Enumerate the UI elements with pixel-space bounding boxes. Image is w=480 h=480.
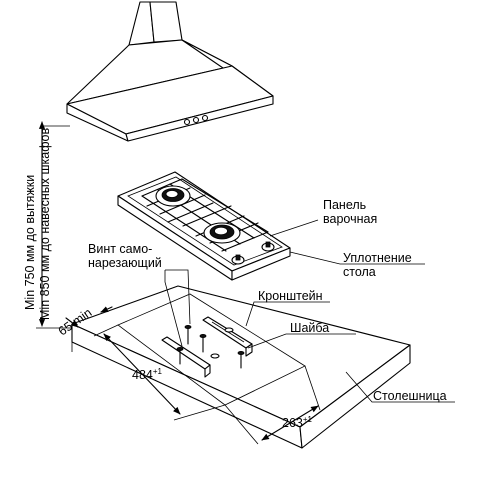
side-min-dimension bbox=[65, 306, 113, 328]
label-panel-cont: варочная bbox=[323, 212, 377, 226]
range-hood bbox=[66, 1, 274, 142]
label-screw: Винт само- bbox=[88, 242, 152, 256]
knob-icon bbox=[261, 241, 275, 252]
dimension-depth: 484+1 bbox=[132, 367, 163, 382]
dimension-clearance-hood: Min 750 мм до вытяжки bbox=[23, 175, 37, 310]
dimension-width: 263+1 bbox=[282, 415, 313, 430]
knob-icon bbox=[231, 254, 245, 265]
depth-dimension bbox=[93, 324, 226, 421]
label-screw-cont: нарезающий bbox=[88, 256, 162, 270]
label-countertop: Столешница bbox=[373, 389, 447, 403]
label-seal-cont: стола bbox=[343, 265, 376, 279]
burner-icon bbox=[203, 222, 241, 244]
hood-knob-icon bbox=[201, 114, 209, 122]
callout-leaders bbox=[164, 219, 455, 403]
washer-icon bbox=[210, 327, 234, 359]
dimension-clearance-cabinets: Min 850 мм до навесных шкафов bbox=[38, 128, 52, 320]
cooktop bbox=[117, 171, 291, 281]
label-panel: Панель bbox=[323, 198, 366, 212]
label-bracket: Кронштейн bbox=[258, 289, 323, 303]
hood-knob-icon bbox=[192, 116, 200, 124]
label-washer: Шайба bbox=[290, 321, 329, 335]
vertical-clearance-dimension: Min 750 мм до вытяжки Min 850 мм до наве… bbox=[23, 121, 82, 329]
hood-knob-icon bbox=[183, 118, 191, 126]
width-dimension bbox=[224, 365, 321, 445]
burner-icon bbox=[155, 185, 191, 207]
label-seal: Уплотнение bbox=[343, 251, 412, 265]
